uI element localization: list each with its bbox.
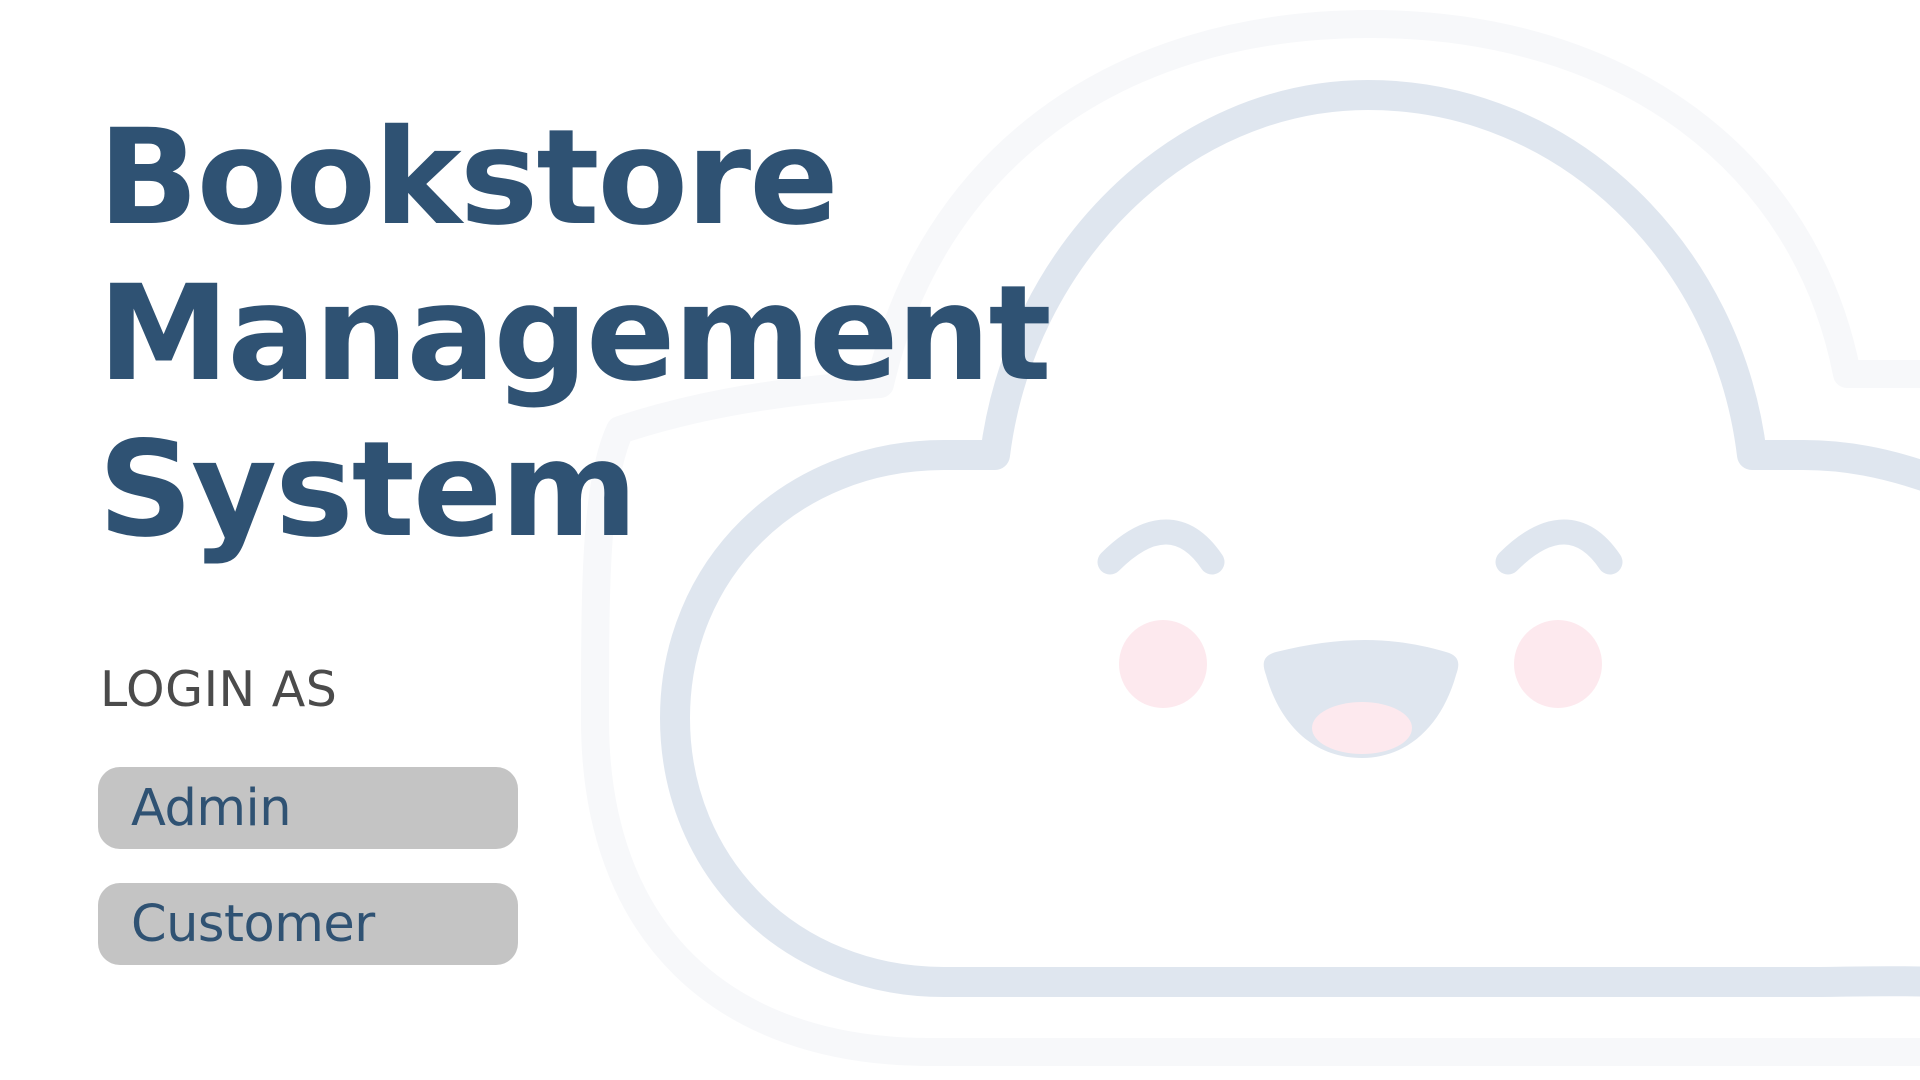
right-cheek (1514, 620, 1602, 708)
admin-login-button[interactable]: Admin (98, 767, 518, 849)
app-title: Bookstore Management System (98, 100, 1052, 568)
customer-login-button[interactable]: Customer (98, 883, 518, 965)
left-eye-icon (1097, 519, 1225, 575)
app-title-line-1: Bookstore (98, 101, 839, 255)
mouth-tongue (1312, 702, 1412, 754)
login-as-label: LOGIN AS (100, 661, 338, 718)
left-cheek (1119, 620, 1207, 708)
right-eye-icon (1495, 519, 1623, 575)
title-block: Bookstore Management System (98, 100, 1052, 568)
app-title-line-2: Management (98, 257, 1052, 411)
cloud-outline (660, 80, 1920, 997)
app-title-line-3: System (98, 413, 638, 567)
cloud-halo (581, 10, 1920, 1066)
